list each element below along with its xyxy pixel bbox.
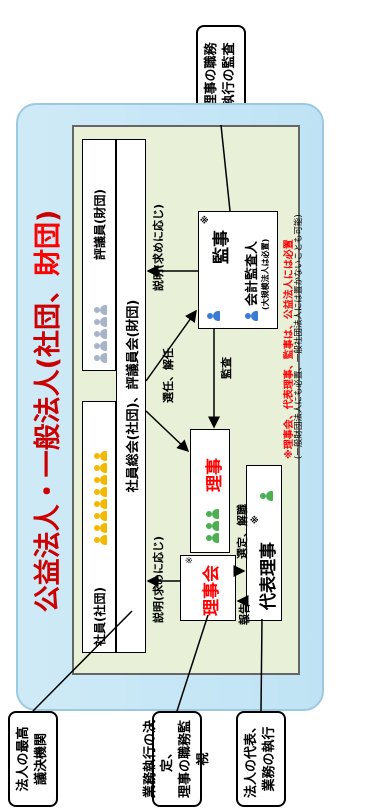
callout-rep-pointer [260, 618, 263, 712]
arrow-sennin-riji [145, 410, 190, 453]
callout-supreme-pointer [32, 610, 133, 712]
arrow-sennin-kanji [145, 309, 197, 382]
callout-board-pointer [176, 614, 209, 712]
callout-audit-pointer [220, 124, 231, 212]
